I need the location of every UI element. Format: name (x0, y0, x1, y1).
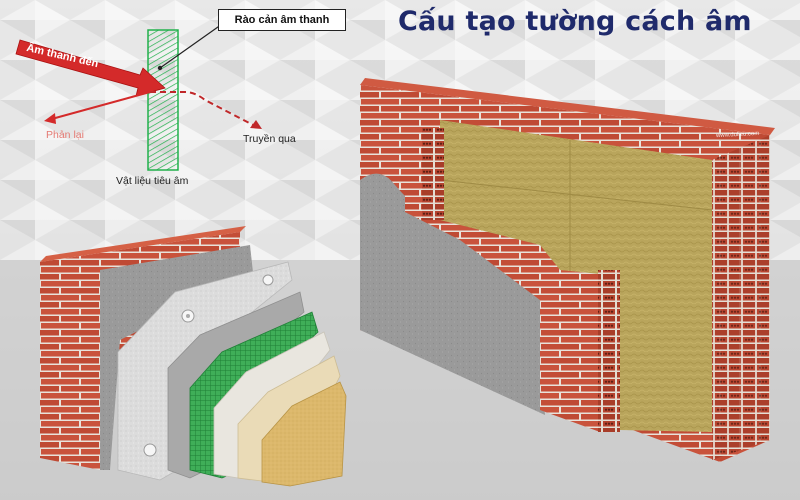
plaster-layer (360, 173, 545, 415)
barrier-label: Rào cản âm thanh (218, 9, 346, 31)
textured-finish (261, 381, 347, 487)
anchor-bottom (143, 443, 157, 457)
insulated-wall-section (40, 226, 347, 487)
brick-end-upper (422, 128, 444, 220)
cavity-wall (360, 78, 775, 462)
brick-end-lower (598, 270, 620, 432)
transmitted-arrow (150, 91, 256, 127)
sound-barrier-diagram (15, 21, 262, 171)
reflected-arrow (47, 91, 151, 121)
barrier-panel (147, 29, 179, 171)
anchor-right (262, 274, 274, 286)
page-title: Cấu tạo tường cách âm (398, 6, 752, 37)
barrier-callout-line (159, 21, 226, 69)
absorbing-material-label: Vật liệu tiêu âm (116, 175, 189, 187)
reflected-label: Phản lại (46, 129, 84, 141)
transmitted-label: Truyền qua (243, 133, 296, 145)
front-brick-leaf (405, 130, 620, 432)
